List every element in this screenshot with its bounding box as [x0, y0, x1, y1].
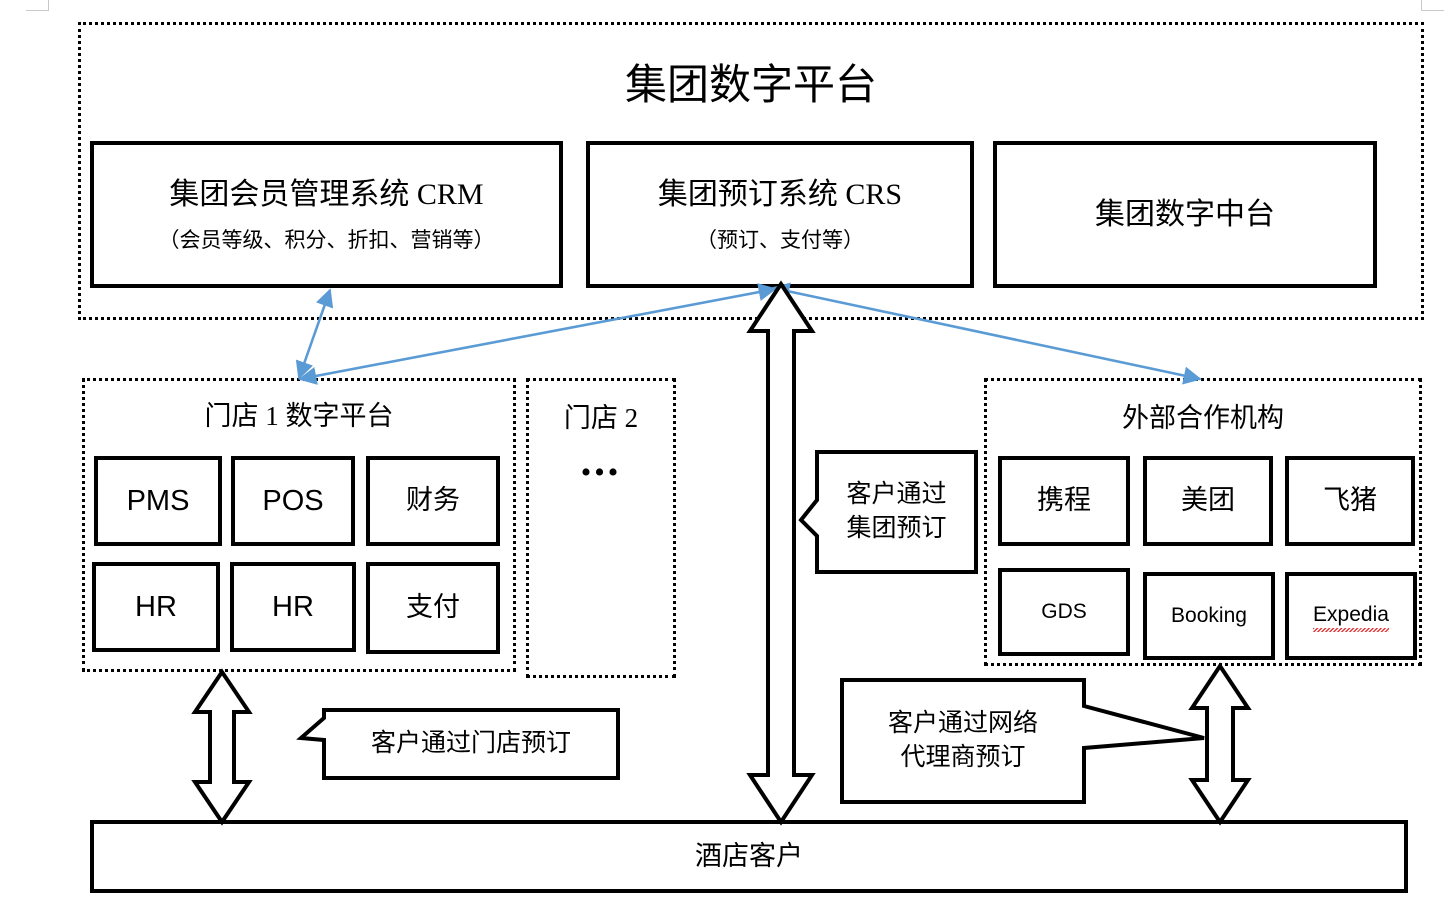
store1-module-hr-2[interactable]: HR [230, 562, 356, 652]
group-platform-title: 集团数字平台 [624, 62, 877, 109]
callout-via-group-text: 客户通过 集团预订 [817, 452, 976, 572]
callout-via-store-line-1: 客户通过门店预订 [370, 730, 571, 758]
callout-via-ota-line-2: 代理商预订 [900, 744, 1026, 771]
callout-via-ota[interactable]: 客户通过网络 代理商预订 [838, 676, 1210, 806]
partner-ctrip[interactable]: 携程 [998, 456, 1130, 546]
callout-via-group[interactable]: 客户通过 集团预订 [795, 448, 980, 576]
partner-expedia[interactable]: Expedia [1285, 572, 1417, 660]
callout-via-group-line-2: 集团预订 [846, 515, 947, 542]
store1-title: 门店 1 数字平台 [204, 401, 394, 432]
group-crs-subtitle: （预订、支付等） [696, 228, 864, 253]
store1-module-finance[interactable]: 财务 [366, 456, 500, 546]
callout-via-store-shape [296, 708, 620, 780]
partners-title: 外部合作机构 [1122, 403, 1284, 434]
group-crs-box[interactable]: 集团预订系统 CRS （预订、支付等） [586, 141, 974, 288]
store2-ellipsis: ••• [580, 456, 622, 490]
group-midplatform-box[interactable]: 集团数字中台 [993, 141, 1377, 288]
partner-meituan[interactable]: 美团 [1143, 456, 1273, 546]
callout-via-ota-text: 客户通过网络 代理商预订 [842, 680, 1084, 802]
callout-via-group-shape [798, 450, 978, 574]
flow-store1-customers [191, 668, 253, 826]
hotel-customers-bar[interactable]: 酒店客户 [90, 820, 1408, 893]
group-crm-box[interactable]: 集团会员管理系统 CRM （会员等级、积分、折扣、营销等） [90, 141, 563, 288]
callout-via-store[interactable]: 客户通过门店预订 [296, 706, 622, 782]
callout-via-ota-line-1: 客户通过网络 [887, 710, 1038, 738]
partner-expedia-label: Expedia [1313, 602, 1389, 633]
store1-module-pms[interactable]: PMS [94, 456, 222, 546]
group-crm-title: 集团会员管理系统 CRM [169, 177, 484, 211]
crop-mark-top-left [26, 0, 49, 11]
partner-gds[interactable]: GDS [998, 568, 1130, 656]
partner-booking[interactable]: Booking [1143, 572, 1275, 660]
callout-via-group-line-1: 客户通过 [846, 481, 947, 509]
store2-title: 门店 2 [563, 403, 639, 434]
partner-fliggy[interactable]: 飞猪 [1285, 456, 1415, 546]
callout-via-ota-shape [840, 678, 1205, 804]
store1-module-pos[interactable]: POS [231, 456, 355, 546]
crop-mark-top-right [1421, 0, 1444, 11]
group-crs-title: 集团预订系统 CRS [657, 177, 903, 211]
store1-module-hr-1[interactable]: HR [92, 562, 220, 652]
group-midplatform-title: 集团数字中台 [1095, 197, 1275, 231]
store1-module-payment[interactable]: 支付 [366, 562, 500, 654]
callout-via-store-text: 客户通过门店预订 [324, 710, 618, 778]
group-crm-subtitle: （会员等级、积分、折扣、营销等） [158, 228, 495, 253]
